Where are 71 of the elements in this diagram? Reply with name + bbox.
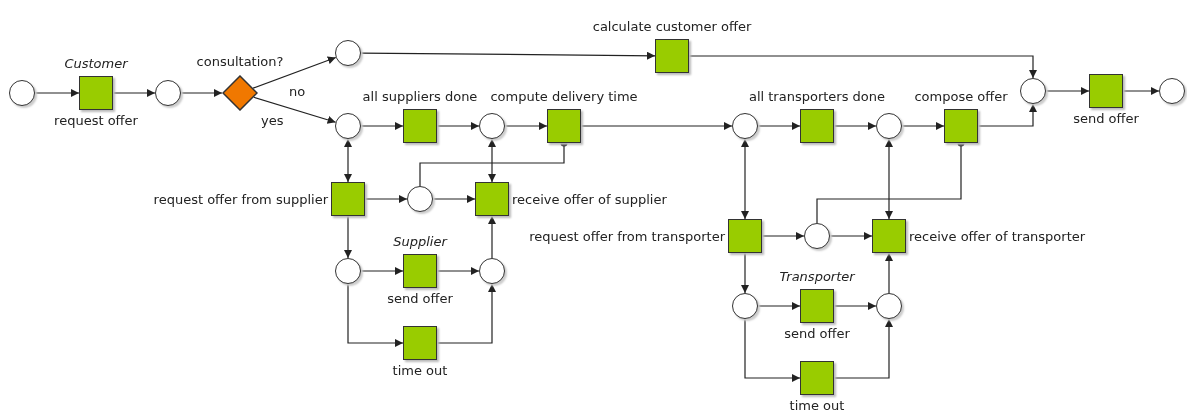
- condition-circle: [1020, 78, 1046, 104]
- arrow: [252, 56, 337, 89]
- arrow: [504, 122, 548, 130]
- arrow: [344, 138, 352, 183]
- arrow: [741, 138, 749, 220]
- arrow: [757, 302, 801, 310]
- arrow: [833, 122, 877, 130]
- arrow: [253, 96, 337, 124]
- arrow: [347, 283, 404, 347]
- task-label: receive offer of transporter: [909, 228, 1086, 244]
- arrow: [580, 122, 733, 130]
- task-label: time out: [789, 398, 845, 413]
- arrow: [34, 89, 80, 97]
- task-label: calculate customer offer: [592, 19, 752, 34]
- condition-circle: [804, 223, 830, 249]
- condition-circle: [876, 113, 902, 139]
- task-label: request offer from supplier: [153, 191, 328, 207]
- arrow: [436, 267, 480, 275]
- arrow: [364, 195, 408, 203]
- arrow: [833, 318, 893, 379]
- task-label: send offer: [1073, 111, 1139, 126]
- arrow: [901, 122, 945, 130]
- arrow: [432, 195, 476, 203]
- arrow: [744, 318, 801, 382]
- arrow: [1045, 87, 1090, 95]
- arrow: [829, 232, 873, 240]
- arrow: [1122, 87, 1160, 95]
- decision-label: consultation?: [196, 54, 284, 69]
- arrow: [885, 252, 893, 294]
- condition-circle: [407, 186, 433, 212]
- task-label: receive offer of supplier: [512, 191, 667, 207]
- arrow: [688, 55, 1037, 79]
- arrow: [488, 138, 496, 183]
- arrow: [833, 302, 877, 310]
- condition-circle: [479, 258, 505, 284]
- condition-circle: [479, 113, 505, 139]
- task-label: all transporters done: [748, 89, 886, 104]
- arrow: [360, 122, 404, 130]
- task-label: send offer: [387, 291, 453, 306]
- arrow: [436, 122, 480, 130]
- condition-circle: [876, 293, 902, 319]
- arrow: [761, 232, 805, 240]
- arrow: [344, 215, 352, 259]
- role-label: Transporter: [779, 269, 855, 284]
- arrow: [360, 51, 656, 60]
- task-label: request offer: [54, 113, 138, 128]
- condition-circle: [335, 258, 361, 284]
- arrow: [112, 89, 156, 97]
- arrow: [180, 89, 223, 97]
- arrow: [488, 215, 496, 259]
- arrow: [757, 122, 801, 130]
- arrow: [360, 267, 404, 275]
- role-label: Customer: [64, 56, 128, 71]
- task-label: time out: [392, 363, 448, 378]
- condition-circle: [335, 113, 361, 139]
- condition-circle: [732, 113, 758, 139]
- task-label: compose offer: [914, 89, 1008, 104]
- end-circle: [1159, 78, 1185, 104]
- condition-circle: [335, 40, 361, 66]
- arrow: [977, 103, 1037, 127]
- role-label: Supplier: [393, 234, 447, 249]
- task-label: request offer from transporter: [529, 228, 725, 244]
- condition-circle: [732, 293, 758, 319]
- arrow: [436, 283, 496, 344]
- arrow: [885, 138, 893, 220]
- start-circle: [9, 80, 35, 106]
- arrow: [741, 252, 749, 294]
- task-label: all suppliers done: [362, 89, 478, 104]
- task-label: send offer: [784, 326, 850, 341]
- condition-circle: [155, 80, 181, 106]
- task-label: compute delivery time: [490, 89, 638, 104]
